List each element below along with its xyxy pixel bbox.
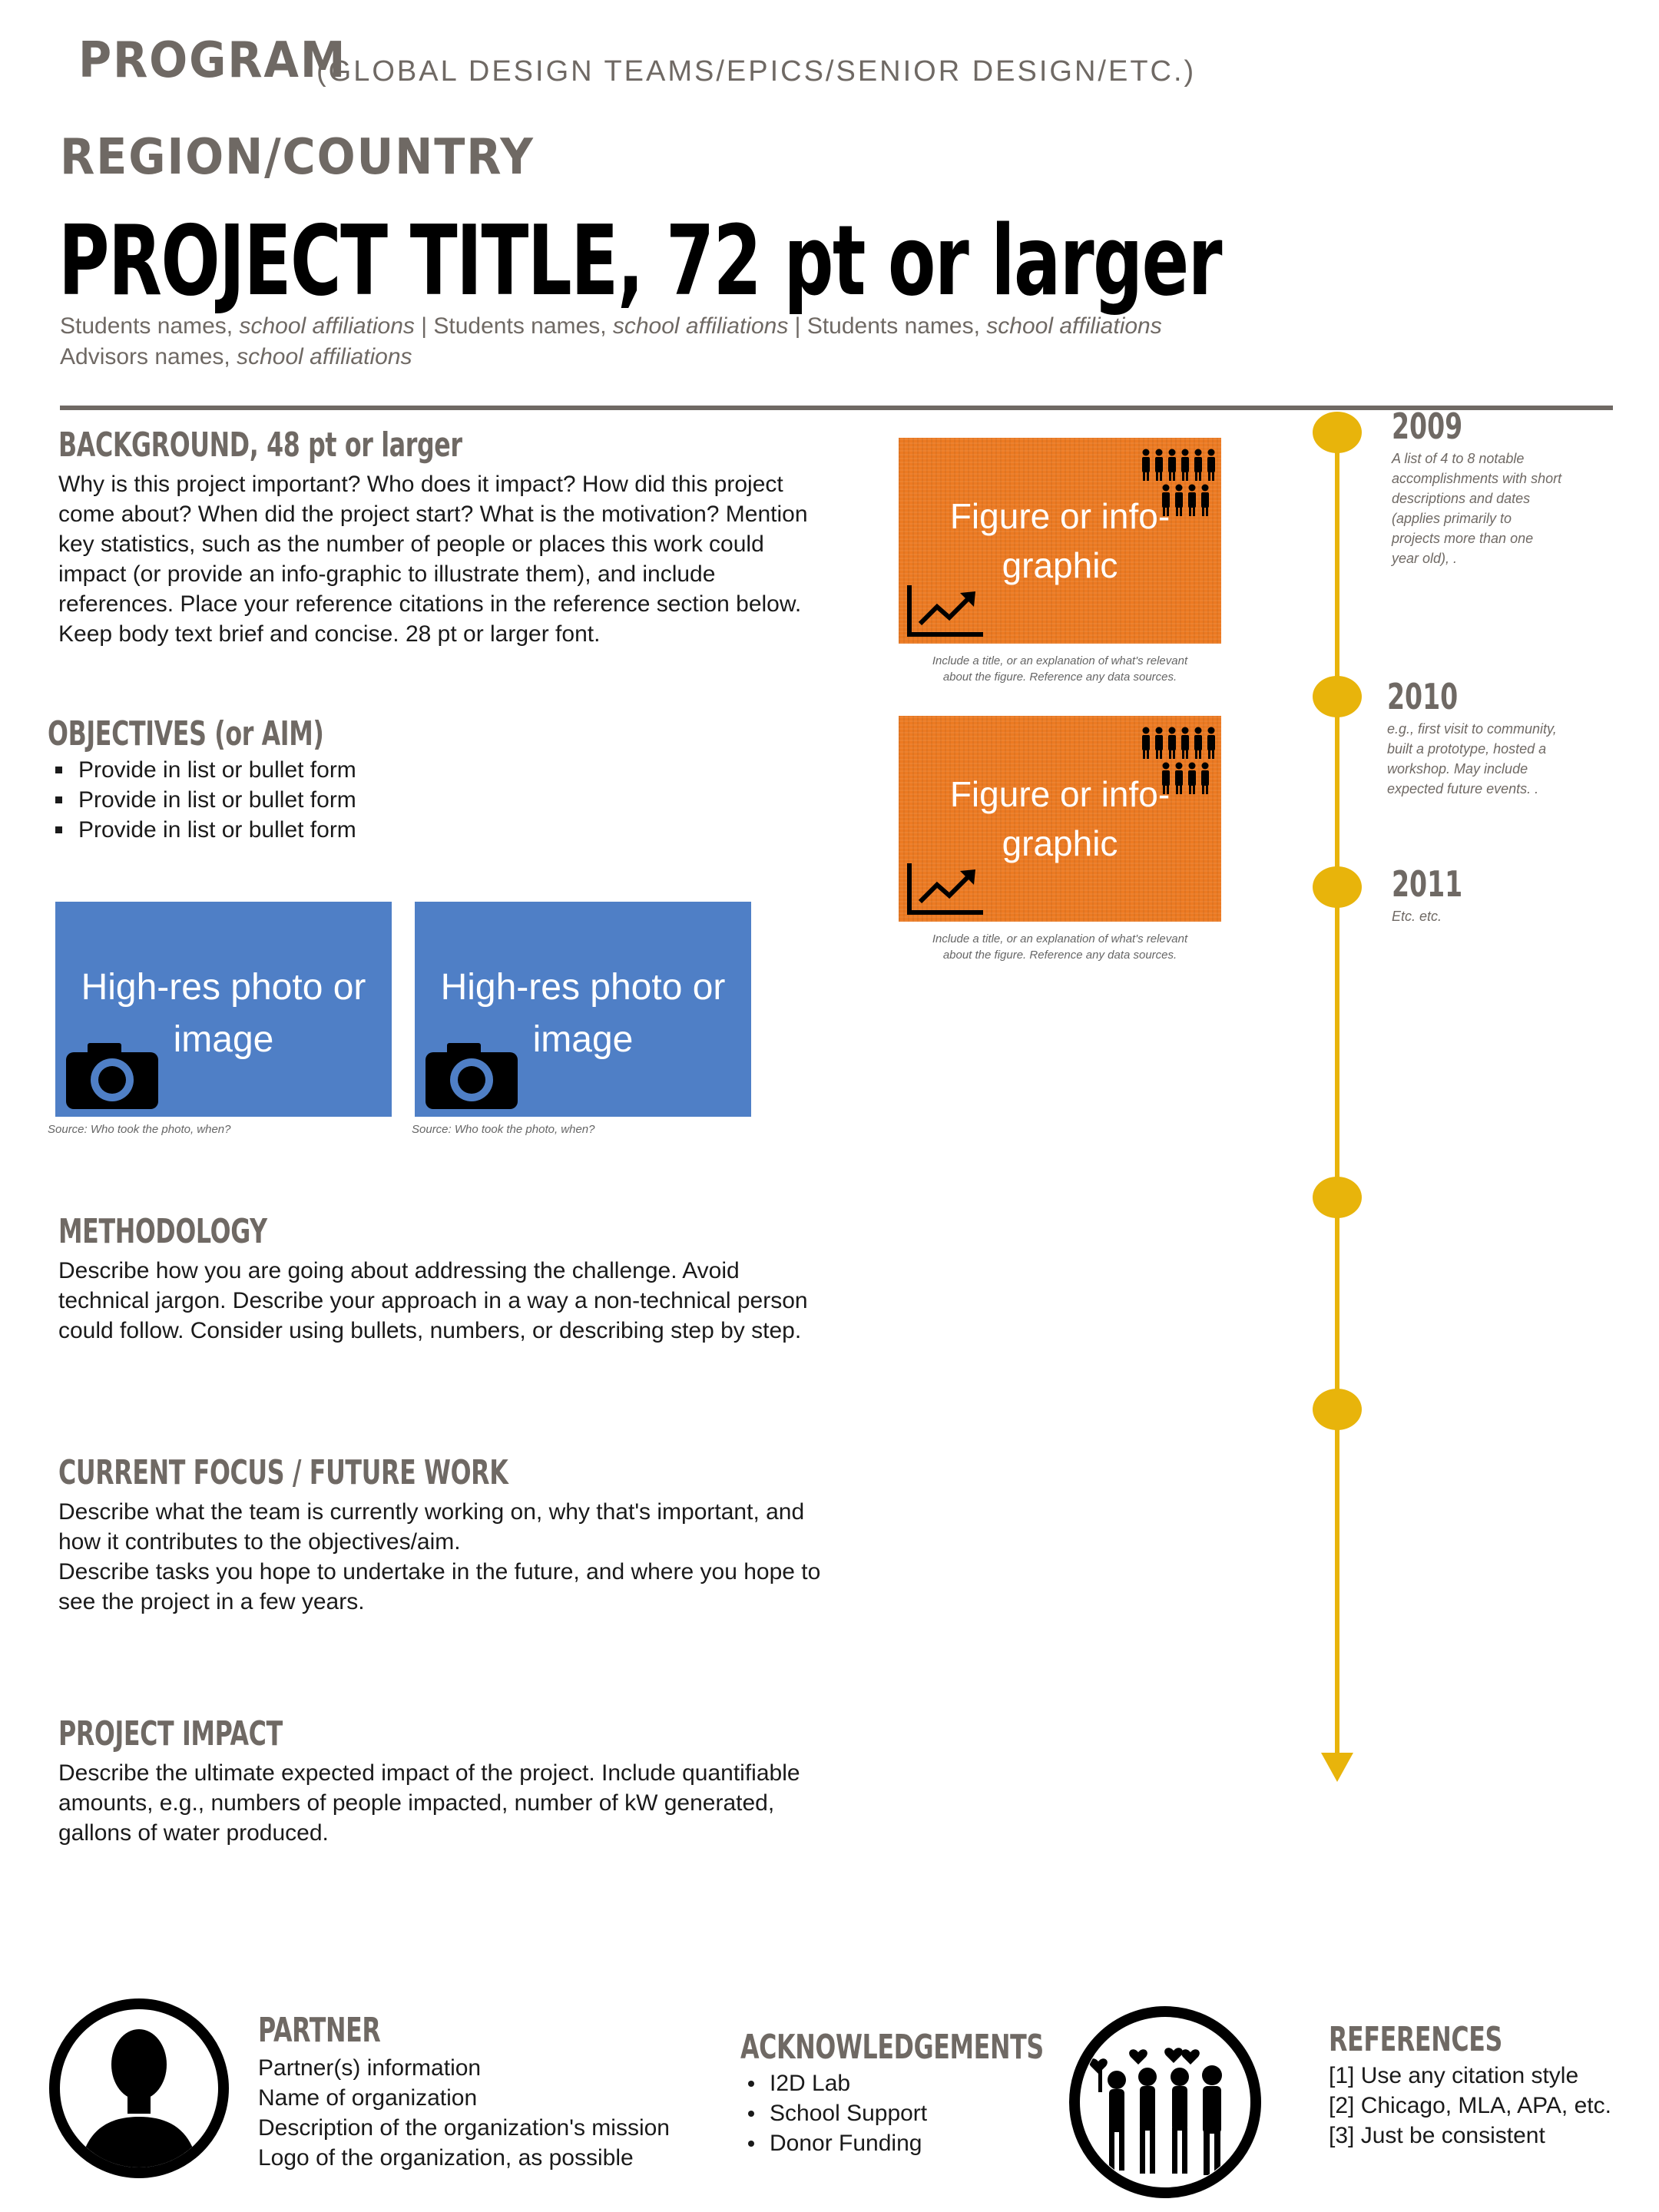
impact-text: Describe the ultimate expected impact of… xyxy=(58,1760,800,1846)
impact-section: PROJECT IMPACT Describe the ultimate exp… xyxy=(58,1714,826,1848)
background-text: Why is this project important? Who does … xyxy=(58,472,808,647)
program-label: PROGRAM xyxy=(78,32,347,89)
list-item: School Support xyxy=(743,2098,1063,2128)
partner-line: Name of organization xyxy=(258,2085,478,2111)
group-hearts-icon xyxy=(1069,2006,1261,2198)
trend-chart-icon xyxy=(907,585,983,637)
photo-placeholder-1: High-res photo or image xyxy=(55,902,392,1117)
reference-item: [2] Chicago, MLA, APA, etc. xyxy=(1329,2093,1611,2118)
methodology-title: METHODOLOGY xyxy=(58,1212,267,1251)
program-subtitle: (GLOBAL DESIGN TEAMS/EPICS/SENIOR DESIGN… xyxy=(316,55,1197,88)
timeline-event-2011: 2011 Etc. etc. xyxy=(1392,863,1463,924)
list-item: Provide in list or bullet form xyxy=(52,785,739,815)
authors-line: Students names, school affiliations | St… xyxy=(60,313,1162,339)
timeline-node xyxy=(1313,866,1362,908)
background-section: BACKGROUND, 48 pt or larger Why is this … xyxy=(58,426,826,649)
background-title: BACKGROUND, 48 pt or larger xyxy=(58,426,462,465)
timeline-node xyxy=(1313,412,1362,453)
camera-icon xyxy=(426,1043,518,1109)
methodology-text: Describe how you are going about address… xyxy=(58,1258,808,1343)
current-focus-text-1: Describe what the team is currently work… xyxy=(58,1499,805,1555)
partner-line: Logo of the organization, as possible xyxy=(258,2145,634,2171)
people-group-icon xyxy=(1142,449,1215,516)
photo-source-1: Source: Who took the photo, when? xyxy=(48,1123,231,1136)
impact-title: PROJECT IMPACT xyxy=(58,1714,283,1753)
timeline-event-2010: 2010 e.g., first visit to community, bui… xyxy=(1387,676,1557,796)
header-divider xyxy=(60,406,1613,410)
partner-line: Description of the organization's missio… xyxy=(258,2115,670,2141)
list-item: Provide in list or bullet form xyxy=(52,755,739,785)
figure-caption-1: Include a title, or an explanation of wh… xyxy=(932,654,1188,684)
partner-section: PARTNER Partner(s) information Name of o… xyxy=(258,2011,734,2173)
people-group-icon xyxy=(1142,727,1215,794)
timeline-node xyxy=(1313,676,1362,717)
program-header: PROGRAM xyxy=(78,32,370,89)
references-title: REFERENCES xyxy=(1329,2020,1502,2059)
objectives-section: OBJECTIVES (or AIM) Provide in list or b… xyxy=(48,714,739,845)
photo-placeholder-2: High-res photo or image xyxy=(415,902,751,1117)
list-item: Donor Funding xyxy=(743,2128,1063,2158)
region-country: REGION/COUNTRY xyxy=(60,129,535,186)
partner-line: Partner(s) information xyxy=(258,2055,482,2081)
list-item: Provide in list or bullet form xyxy=(52,815,739,845)
references-section: REFERENCES [1] Use any citation style [2… xyxy=(1329,2020,1636,2151)
photo-source-2: Source: Who took the photo, when? xyxy=(412,1123,595,1136)
timeline-node xyxy=(1313,1177,1362,1218)
methodology-section: METHODOLOGY Describe how you are going a… xyxy=(58,1212,826,1346)
figure-caption-2: Include a title, or an explanation of wh… xyxy=(932,932,1188,962)
figure-placeholder-2: Figure or info-graphic xyxy=(899,716,1221,922)
objectives-title: OBJECTIVES (or AIM) xyxy=(48,714,324,753)
reference-item: [1] Use any citation style xyxy=(1329,2063,1579,2088)
acknowledgements-section: ACKNOWLEDGEMENTS I2D Lab School Support … xyxy=(740,2028,1063,2158)
current-focus-title: CURRENT FOCUS / FUTURE WORK xyxy=(58,1453,508,1492)
person-silhouette-icon xyxy=(49,1998,229,2178)
advisors-line: Advisors names, school affiliations xyxy=(60,344,412,369)
current-focus-text-2: Describe tasks you hope to undertake in … xyxy=(58,1559,821,1614)
reference-item: [3] Just be consistent xyxy=(1329,2123,1545,2148)
acknowledgements-list: I2D Lab School Support Donor Funding xyxy=(743,2068,1063,2158)
current-focus-section: CURRENT FOCUS / FUTURE WORK Describe wha… xyxy=(58,1453,834,1617)
trend-chart-icon xyxy=(907,863,983,915)
project-title: PROJECT TITLE, 72 pt or larger xyxy=(58,204,1222,317)
list-item: I2D Lab xyxy=(743,2068,1063,2098)
timeline-arrow-icon xyxy=(1321,1753,1353,1782)
partner-title: PARTNER xyxy=(258,2011,381,2050)
objectives-list: Provide in list or bullet form Provide i… xyxy=(52,755,739,845)
timeline-node xyxy=(1313,1389,1362,1430)
acknowledgements-title: ACKNOWLEDGEMENTS xyxy=(740,2028,1044,2067)
camera-icon xyxy=(66,1043,158,1109)
timeline-event-2009: 2009 A list of 4 to 8 notable accomplish… xyxy=(1392,406,1562,566)
figure-placeholder-1: Figure or info-graphic xyxy=(899,438,1221,644)
timeline-line xyxy=(1335,430,1339,1759)
